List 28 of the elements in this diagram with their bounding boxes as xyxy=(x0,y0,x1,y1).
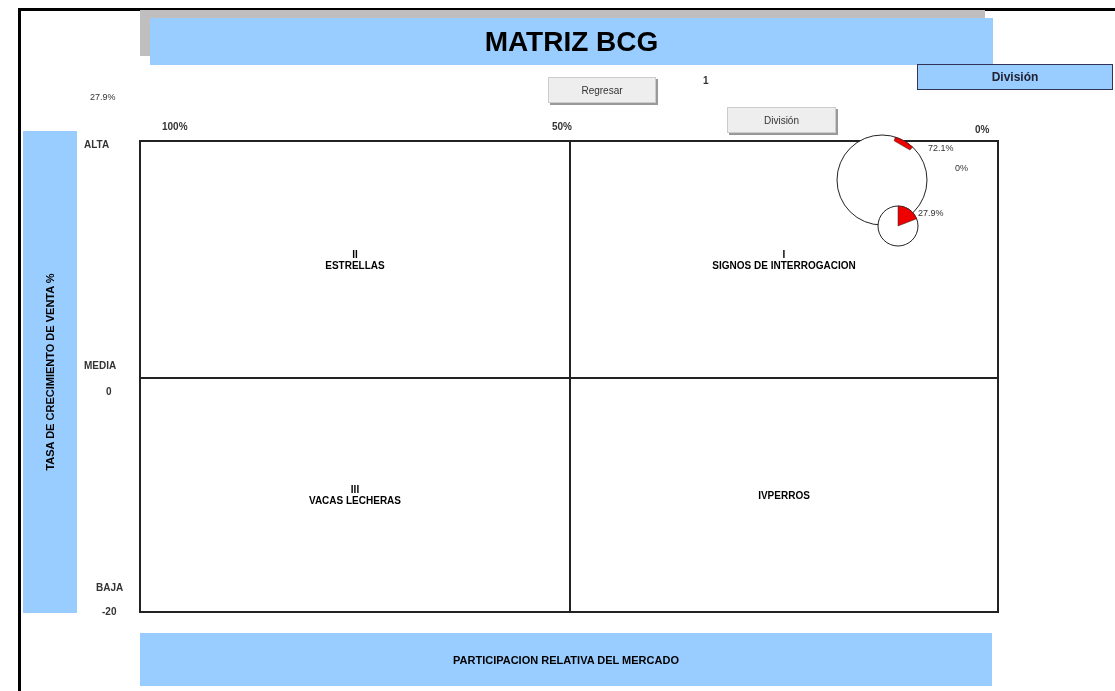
button: División xyxy=(727,107,836,133)
data-label: 27.9% xyxy=(918,208,944,218)
axis-title-bar xyxy=(140,633,992,686)
pie-bubble xyxy=(877,205,919,247)
axis-tick-label: -20 xyxy=(102,606,117,617)
axis-tick-label: 0% xyxy=(975,124,990,135)
axis-title-bar xyxy=(23,131,77,613)
quadrant-label: SIGNOS DE INTERROGACION xyxy=(712,259,856,271)
axis-tick-label: 100% xyxy=(162,121,188,132)
quadrant-label: I xyxy=(782,248,786,260)
quadrant-label: ESTRELLAS xyxy=(325,259,385,271)
counter-value: 1 xyxy=(703,75,709,86)
quadrant-label: III xyxy=(350,484,360,495)
axis-tick-label: 50% xyxy=(552,121,572,132)
quadrant-label: II xyxy=(352,248,358,260)
data-label: 27.9% xyxy=(90,92,116,102)
header-tab: División xyxy=(917,64,1113,90)
quadrant-label: VACAS LECHERAS xyxy=(308,495,401,506)
quadrant-label: IVPERROS xyxy=(758,489,810,501)
title-bar xyxy=(150,18,993,65)
axis-tick-label: 0 xyxy=(106,386,112,397)
axis-title: PARTICIPACION RELATIVA DEL MERCADO xyxy=(453,653,679,666)
title: MATRIZ BCG xyxy=(484,25,659,58)
axis-level-label: BAJA xyxy=(96,582,124,593)
button: Regresar xyxy=(548,77,656,103)
axis-title: TASA DE CRECIMIENTO DE VENTA % xyxy=(44,273,56,471)
data-label: 72.1% xyxy=(928,143,954,153)
data-label: 0% xyxy=(955,163,968,173)
